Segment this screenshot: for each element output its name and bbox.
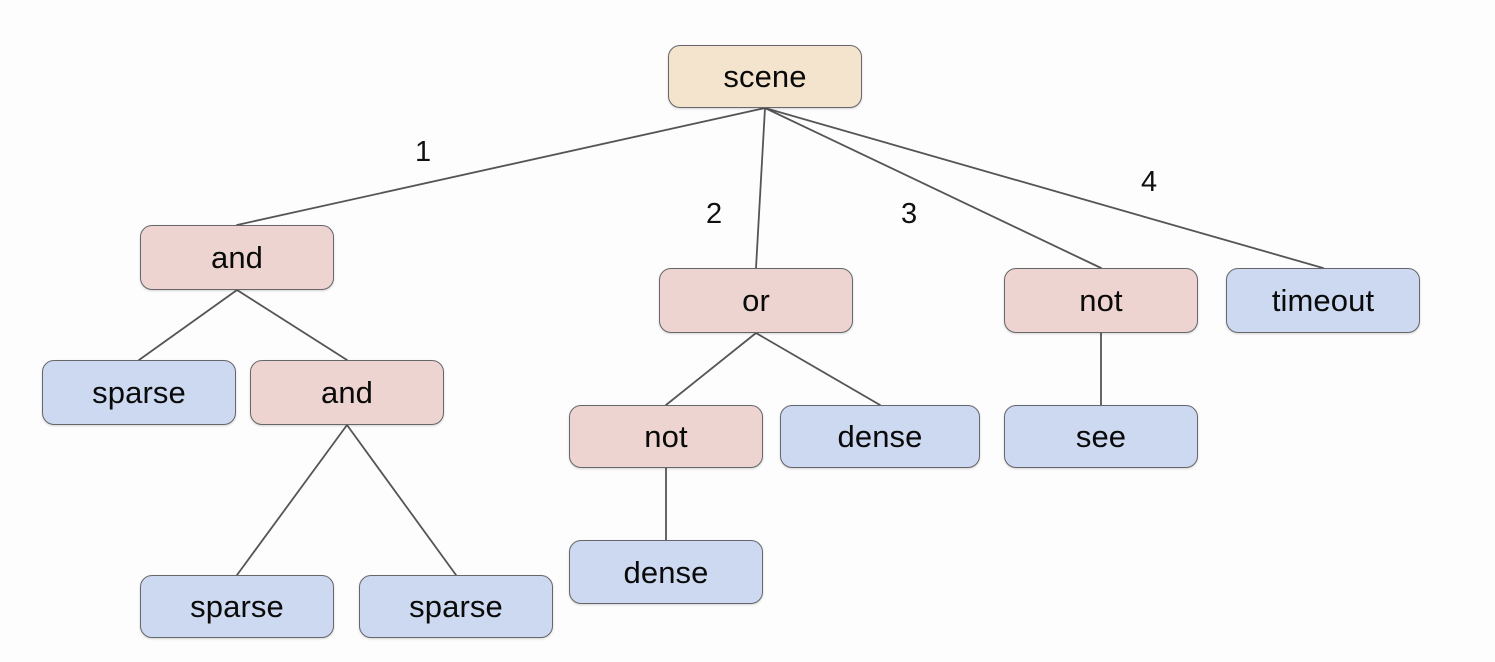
tree-node-dense[interactable]: dense <box>780 405 980 468</box>
tree-node-not[interactable]: not <box>1004 268 1198 333</box>
tree-edge <box>755 107 766 269</box>
tree-edge <box>236 424 348 576</box>
tree-edge <box>764 107 1102 269</box>
tree-node-dense[interactable]: dense <box>569 540 763 604</box>
tree-node-label: not <box>644 419 688 454</box>
tree-node-label: sparse <box>409 589 503 624</box>
tree-node-and[interactable]: and <box>250 360 444 425</box>
tree-node-see[interactable]: see <box>1004 405 1198 468</box>
tree-node-label: dense <box>623 554 709 590</box>
tree-node-label: or <box>742 283 770 318</box>
tree-node-label: and <box>210 240 264 275</box>
tree-node-timeout[interactable]: timeout <box>1226 268 1420 333</box>
tree-edge <box>138 289 238 361</box>
edge-label-3: 3 <box>901 198 918 230</box>
tree-node-label: timeout <box>1271 283 1375 318</box>
tree-node-or[interactable]: or <box>659 268 853 333</box>
tree-node-label: scene <box>723 59 807 94</box>
edge-label-4: 4 <box>1141 166 1158 198</box>
tree-node-and[interactable]: and <box>140 225 334 290</box>
tree-node-sparse[interactable]: sparse <box>42 360 236 425</box>
tree-node-label: not <box>1079 283 1123 318</box>
tree-edge <box>764 107 1324 269</box>
tree-edge <box>346 424 457 576</box>
tree-edge <box>236 289 348 361</box>
tree-node-not[interactable]: not <box>569 405 763 468</box>
tree-edge <box>755 332 881 406</box>
tree-node-sparse[interactable]: sparse <box>359 575 553 638</box>
tree-edge <box>665 332 757 406</box>
tree-edge <box>236 107 766 226</box>
tree-node-sparse[interactable]: sparse <box>140 575 334 638</box>
tree-node-label: dense <box>837 419 923 454</box>
tree-node-label: and <box>320 375 374 410</box>
edge-label-1: 1 <box>415 136 432 168</box>
tree-node-scene[interactable]: scene <box>668 45 862 108</box>
tree-node-label: sparse <box>190 589 284 624</box>
tree-node-label: see <box>1075 419 1127 454</box>
edge-label-2: 2 <box>706 198 723 230</box>
tree-node-label: sparse <box>92 375 186 410</box>
